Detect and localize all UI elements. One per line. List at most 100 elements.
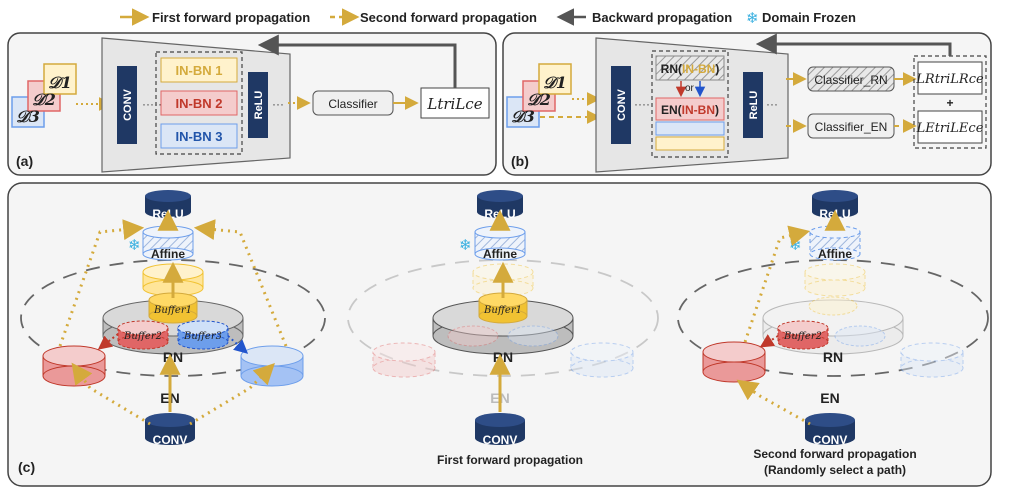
left-blue-buffer-arrow	[227, 335, 249, 354]
panel-b-en-label: EN(IN-BN)	[661, 103, 719, 117]
panel-a-conv-label: CONV	[122, 88, 134, 120]
panel-a-bn1	[160, 57, 238, 83]
panel-b-conv-block	[611, 66, 631, 144]
left-red-path-out	[58, 219, 145, 347]
mid-caption: First forward propagation	[437, 453, 583, 467]
panel-b-loss-r-box	[917, 61, 983, 95]
legend-domain-frozen: Domain Frozen	[762, 10, 856, 25]
mid-buffer1-cylinder	[478, 292, 528, 324]
panel-b-relu-block	[743, 72, 763, 138]
left-outer-ring	[20, 259, 326, 377]
panel-b-en-blue-row	[655, 121, 725, 136]
domain-d1-box-b	[538, 63, 572, 95]
right-red-satellite	[702, 341, 766, 383]
right-red-path-in	[736, 379, 811, 426]
panel-c-sub-left: ReLU Affine ❄	[20, 190, 326, 447]
panel-b-backward-arrow	[755, 33, 952, 56]
panel-b-rn-prefix: RN(	[661, 62, 682, 76]
panel-a-conv-block	[117, 66, 137, 144]
panel-b-conv-label: CONV	[616, 88, 628, 120]
panel-b-dots-1: ····	[634, 97, 650, 111]
right-blue-ghost	[900, 342, 964, 378]
panel-b-dots-2: ···	[766, 97, 778, 111]
right-buffer3-ghost	[834, 325, 886, 347]
panel-a-dots-2: ···	[272, 97, 284, 111]
panel-c: ReLU Affine ❄	[7, 182, 992, 487]
right-rn-label: RN	[823, 349, 843, 365]
domain-d1-label: 𝒟1	[48, 73, 72, 92]
mid-relu-cylinder	[477, 190, 523, 218]
snowflake-icon: ❄	[746, 10, 759, 27]
panel-b-rn-inner: IN-BN	[682, 62, 715, 76]
panel-b-en-box	[655, 97, 725, 121]
panel-b-rn-label: RN(IN-BN)	[661, 62, 720, 76]
legend-second-forward: Second forward propagation	[360, 10, 537, 25]
left-buffer1-cylinder	[148, 292, 198, 324]
mid-buffer2-ghost	[447, 325, 499, 347]
panel-a-bn-group	[155, 51, 243, 155]
mid-conv-label: CONV	[483, 433, 518, 447]
panel-a-bn2-label: IN-BN 2	[176, 96, 223, 111]
left-conv-cylinder	[145, 413, 195, 445]
panel-a-dots-1: ······	[142, 97, 166, 111]
panel-c-label: (c)	[18, 459, 35, 475]
mid-blue-ghost	[570, 342, 634, 378]
panel-a-relu-label: ReLU	[253, 91, 265, 120]
left-conv-label: CONV	[153, 433, 188, 447]
panel-b-classifier-rn-label: Classifier_RN	[814, 73, 887, 87]
panel-c-sub-mid: ReLU Affine ❄ Buff	[347, 190, 659, 467]
panel-b-relu-label: ReLU	[748, 91, 760, 120]
left-red-buffer-arrow	[97, 333, 119, 350]
left-snowflake-icon: ❄	[128, 237, 141, 254]
mid-snowflake-icon: ❄	[459, 237, 472, 254]
legend: First forward propagation Second forward…	[120, 8, 856, 27]
mid-affine-cylinder	[474, 225, 526, 261]
panel-b-en-gold-row	[655, 136, 725, 151]
panel-b-loss-e-box	[917, 110, 983, 144]
right-outer-ring	[677, 259, 989, 377]
panel-b-rn-suffix: )	[715, 62, 719, 76]
right-snowflake-icon: ❄	[789, 237, 802, 254]
panel-b: 𝒟3 𝒟2 𝒟1 CONV ···· RN(IN-BN) or EN(IN-BN…	[502, 32, 992, 176]
right-affine-label: Affine	[818, 247, 852, 261]
mid-outer-ring	[347, 259, 659, 377]
left-affine-label: Affine	[151, 247, 185, 261]
right-red-buffer-arrow	[759, 334, 779, 348]
panel-a-classifier-label: Classifier	[328, 97, 377, 111]
panel-b-rn-box	[655, 55, 725, 81]
right-buffer2-cylinder	[777, 320, 829, 350]
left-blue-satellite	[240, 345, 304, 387]
legend-backward: Backward propagation	[592, 10, 732, 25]
domain-d3-label-b: 𝒟3	[511, 107, 535, 126]
panel-a: 𝒟3 𝒟2 𝒟1 CONV ······ IN-BN 1 IN-BN 2 IN-…	[7, 32, 497, 176]
left-rn-label: RN	[163, 349, 183, 365]
left-buffer2-label: Buffer2	[123, 331, 162, 342]
panel-b-loss-e-label: LEtriLEce	[916, 121, 984, 136]
mid-conv-cylinder	[475, 413, 525, 445]
panel-b-en-inner: IN-BN	[682, 103, 715, 117]
left-buffer2-cylinder	[117, 320, 169, 350]
domain-d2-label-b: 𝒟2	[527, 90, 551, 109]
mid-buffer1-label: Buffer1	[483, 305, 522, 316]
panel-b-label: (b)	[511, 153, 529, 169]
domain-d1-label-b: 𝒟1	[543, 73, 567, 92]
panel-a-backward-arrow	[257, 34, 457, 88]
panel-b-en-prefix: EN(	[661, 103, 682, 117]
right-buffer1-ghost	[808, 296, 858, 316]
panel-b-en-suffix: )	[715, 103, 719, 117]
right-caption-line1: Second forward propagation	[753, 447, 916, 461]
legend-first-forward: First forward propagation	[152, 10, 310, 25]
panel-c-sub-right: ReLU Affine ❄	[677, 190, 989, 477]
left-relu-cylinder	[145, 190, 191, 218]
right-gold-cylinder	[804, 263, 866, 297]
domain-d3-label: 𝒟3	[16, 107, 40, 126]
mid-buffer3-ghost	[507, 325, 559, 347]
panel-a-bn3	[160, 123, 238, 149]
right-conv-cylinder	[805, 413, 855, 445]
panel-a-loss-box	[420, 87, 490, 119]
mid-red-ghost	[372, 342, 436, 378]
panel-a-loss-label: LtriLce	[426, 95, 482, 113]
panel-b-loss-r-label: LRtriLRce	[915, 72, 984, 87]
panel-a-relu-block	[248, 72, 268, 138]
